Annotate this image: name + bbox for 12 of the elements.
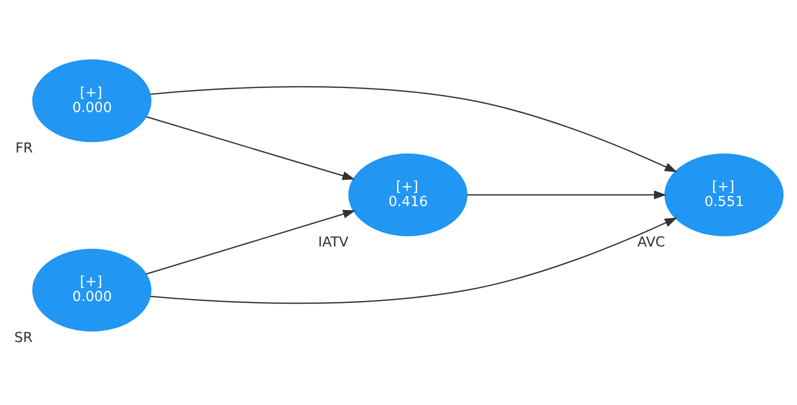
node-ellipse: [+] 0.000 [32,248,152,332]
arrow [467,190,667,199]
arrow [150,216,678,304]
arrow [150,86,678,172]
node-ellipse: [+] 0.000 [32,58,152,142]
node-label: IATV [318,234,348,250]
node-label: AVC [637,234,666,250]
node-label: SR [14,329,33,346]
node-ellipse: [+] 0.416 [348,152,468,236]
arrow [146,209,356,274]
arrow [146,116,356,180]
node-label: FR [15,140,33,156]
